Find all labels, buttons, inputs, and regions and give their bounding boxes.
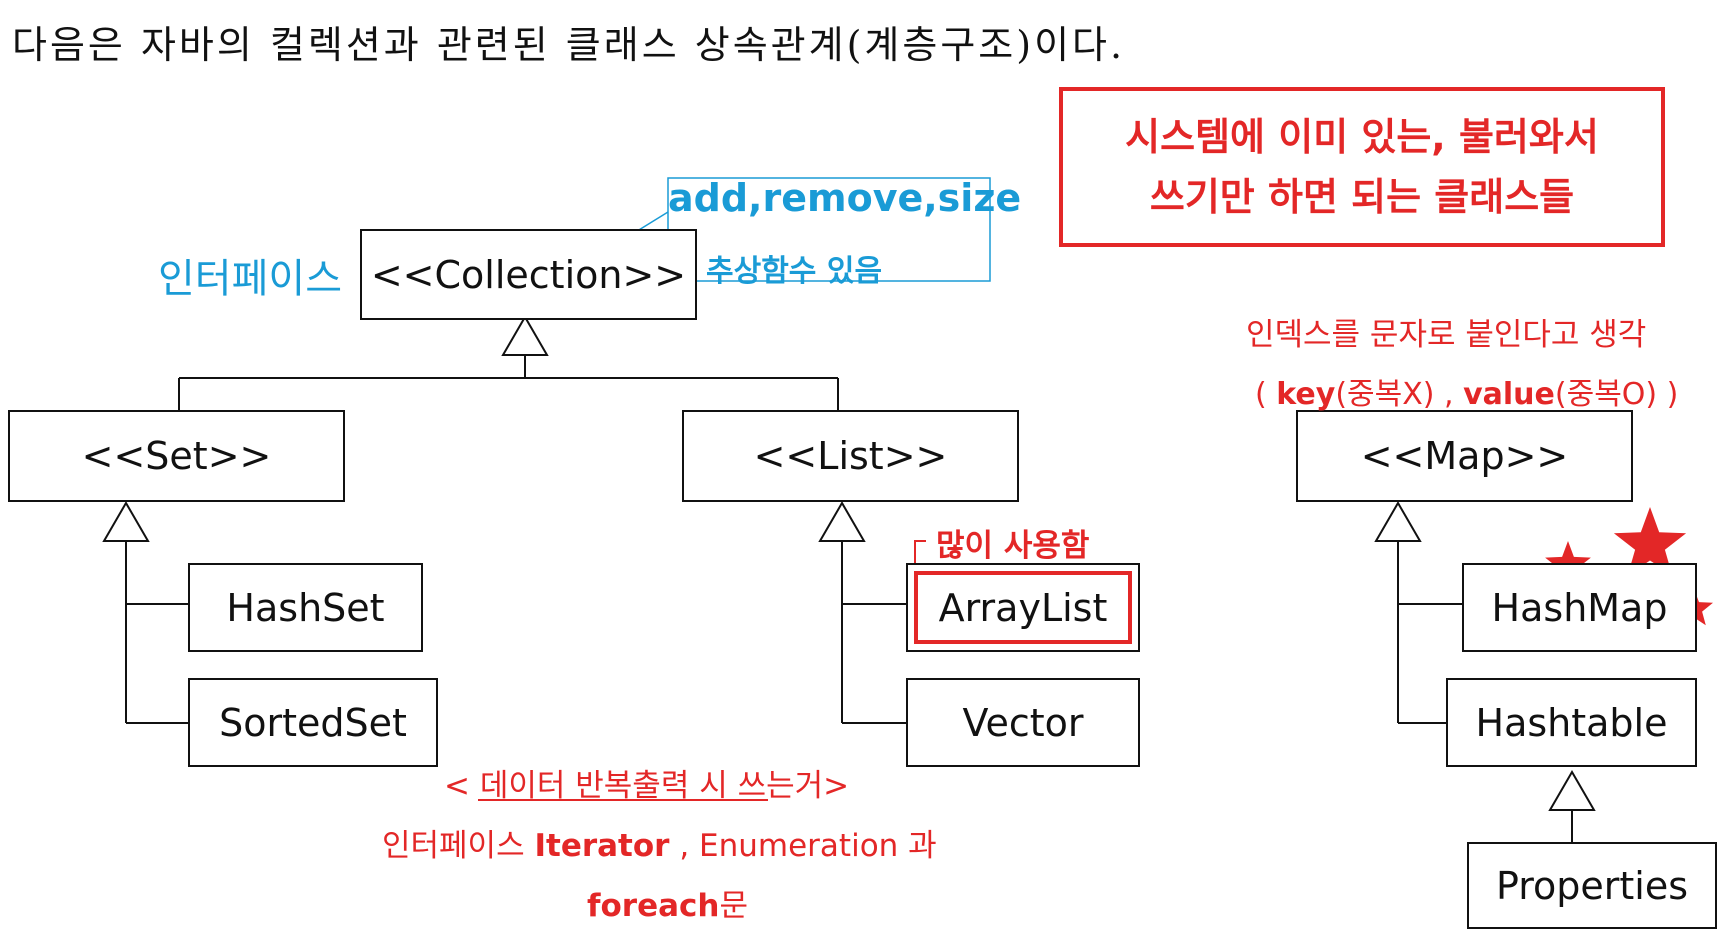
iterator-note-line-3: foreach문 xyxy=(587,880,748,925)
note-line-2: 쓰기만 하면 되는 클래스들 xyxy=(1149,175,1575,219)
iterator-note-foreach: foreach xyxy=(587,888,720,924)
page-title: 다음은 자바의 컬렉션과 관련된 클래스 상속관계(계층구조)이다. xyxy=(12,23,1126,67)
iterator-note-underlined: 데이터 반복출력 시 xyxy=(479,768,728,804)
map-note-value: value xyxy=(1463,377,1555,412)
map-note-key-rest: (중복X) , xyxy=(1335,377,1464,412)
iterator-note-line-2: 인터페이스 Iterator , Enumeration 과 xyxy=(382,820,937,865)
collection-node: <<Collection>> xyxy=(360,229,697,320)
list-node: <<List>> xyxy=(682,410,1019,502)
map-arrowhead xyxy=(1374,501,1422,542)
map-index-note: 인덱스를 문자로 붙인다고 생각 xyxy=(1246,317,1647,353)
set-node: <<Set>> xyxy=(8,410,345,502)
collection-node-label: <<Collection>> xyxy=(370,252,687,297)
map-node-label: <<Map>> xyxy=(1360,434,1569,478)
star-small-icon xyxy=(1545,541,1591,585)
system-classes-note: 시스템에 이미 있는, 불러와서 쓰기만 하면 되는 클래스들 xyxy=(1059,87,1665,247)
iterator-note-interface: 인터페이스 xyxy=(382,828,535,864)
iterator-note-lt: < xyxy=(444,768,480,804)
interface-label: 인터페이스 xyxy=(158,256,342,302)
properties-node-label: Properties xyxy=(1495,863,1689,908)
map-note-key: key xyxy=(1276,377,1336,412)
set-node-label: <<Set>> xyxy=(81,434,272,478)
sortedset-node: SortedSet xyxy=(188,678,438,767)
star-large-icon xyxy=(1613,507,1687,576)
hashtable-node-label: Hashtable xyxy=(1475,700,1668,745)
hashmap-node-label: HashMap xyxy=(1491,585,1668,630)
map-note-open: ( xyxy=(1255,377,1277,412)
collection-methods-label: add,remove,size xyxy=(668,176,1022,220)
iterator-note-mun: 문 xyxy=(719,888,748,924)
arraylist-usage-note: 많이 사용함 xyxy=(936,528,1090,564)
hashmap-node: HashMap xyxy=(1462,563,1697,652)
hashset-node-label: HashSet xyxy=(226,585,385,630)
map-note-value-rest: (중복O) ) xyxy=(1554,377,1679,412)
list-node-label: <<List>> xyxy=(753,434,948,478)
arraylist-node-label: ArrayList xyxy=(938,585,1108,630)
iterator-note-line-1: < 데이터 반복출력 시 쓰는거> xyxy=(444,760,849,805)
hashtable-node: Hashtable xyxy=(1446,678,1697,767)
list-arrowhead xyxy=(818,501,866,542)
iterator-note-enumeration: , Enumeration 과 xyxy=(669,828,937,864)
arraylist-highlight: ArrayList xyxy=(914,571,1132,644)
set-arrowhead xyxy=(102,501,150,542)
collection-arrowhead xyxy=(501,315,549,356)
vector-node: Vector xyxy=(906,678,1140,767)
arraylist-node: ArrayList xyxy=(906,563,1140,652)
map-key-value-note: ( key(중복X) , value(중복O) ) xyxy=(1255,369,1678,413)
vector-node-label: Vector xyxy=(962,700,1084,745)
iterator-note-rest: 쓰는거> xyxy=(727,768,850,804)
iterator-note-iterator: Iterator xyxy=(534,828,670,864)
hashset-node: HashSet xyxy=(188,563,423,652)
hashtable-arrowhead xyxy=(1548,770,1596,811)
note-line-1: 시스템에 이미 있는, 불러와서 xyxy=(1125,115,1599,159)
properties-node: Properties xyxy=(1467,842,1717,929)
sortedset-node-label: SortedSet xyxy=(219,700,407,745)
abstract-function-note: 추상함수 있음 xyxy=(706,254,883,289)
map-node: <<Map>> xyxy=(1296,410,1633,502)
